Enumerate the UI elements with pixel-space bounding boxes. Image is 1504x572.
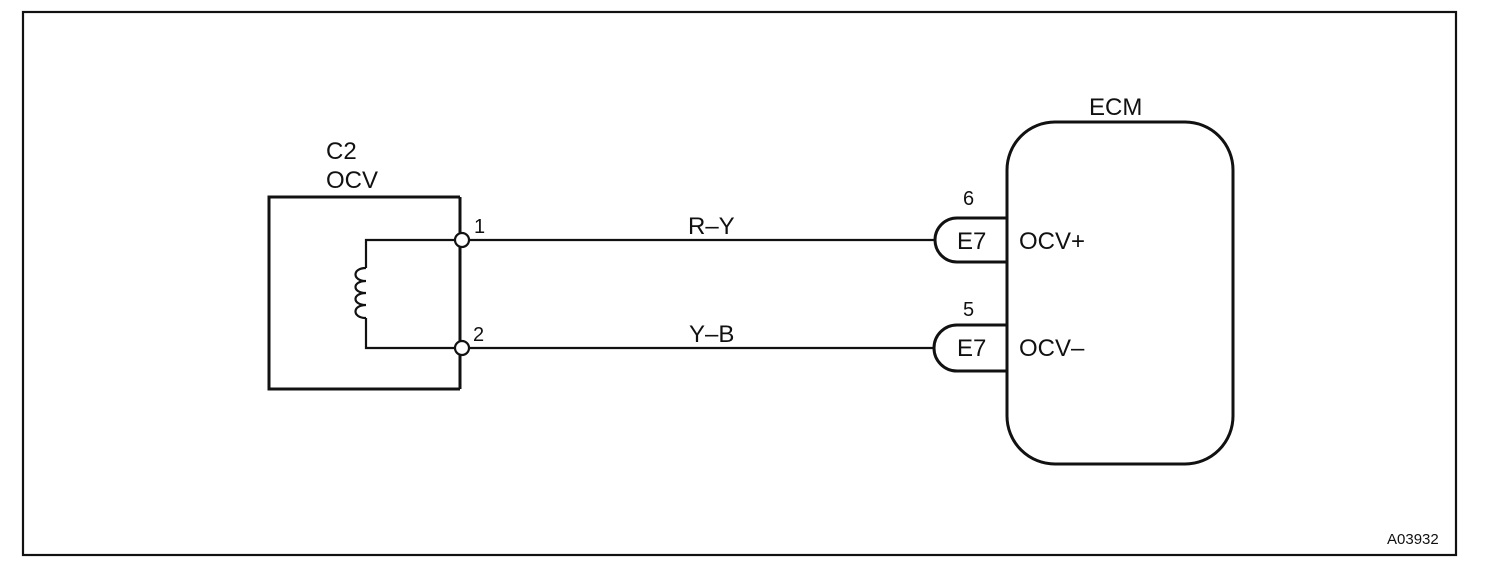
ecm-lower-connector-code: E7	[957, 335, 986, 362]
wire-lower-color-label: Y–B	[689, 321, 734, 348]
ocv-pin-1-label: 1	[474, 216, 485, 238]
figure-code: A03932	[1387, 531, 1439, 548]
ecm-connector-lower	[932, 323, 1007, 373]
diagram-frame	[21, 10, 1458, 557]
ecm-lower-signal-label: OCV–	[1019, 335, 1085, 362]
ecm-lower-pin-number: 5	[963, 299, 974, 321]
ocv-pin-2-terminal	[453, 339, 471, 357]
ecm-upper-signal-label: OCV+	[1019, 228, 1085, 255]
ecm-block	[1005, 120, 1235, 466]
solenoid-coil-icon	[354, 266, 367, 320]
ocv-component-box	[267, 195, 460, 391]
ecm-connector-upper	[933, 216, 1007, 264]
ocv-pin-1-terminal	[453, 231, 471, 249]
ecm-title: ECM	[1089, 94, 1142, 121]
ocv-name-label: OCV	[326, 167, 378, 194]
ocv-connector-label: C2	[326, 138, 357, 165]
ecm-upper-connector-code: E7	[957, 228, 986, 255]
ecm-upper-pin-number: 6	[963, 188, 974, 210]
wire-upper-color-label: R–Y	[688, 213, 735, 240]
ocv-pin-2-label: 2	[473, 324, 484, 346]
ocv-internal-wiring	[364, 238, 455, 350]
